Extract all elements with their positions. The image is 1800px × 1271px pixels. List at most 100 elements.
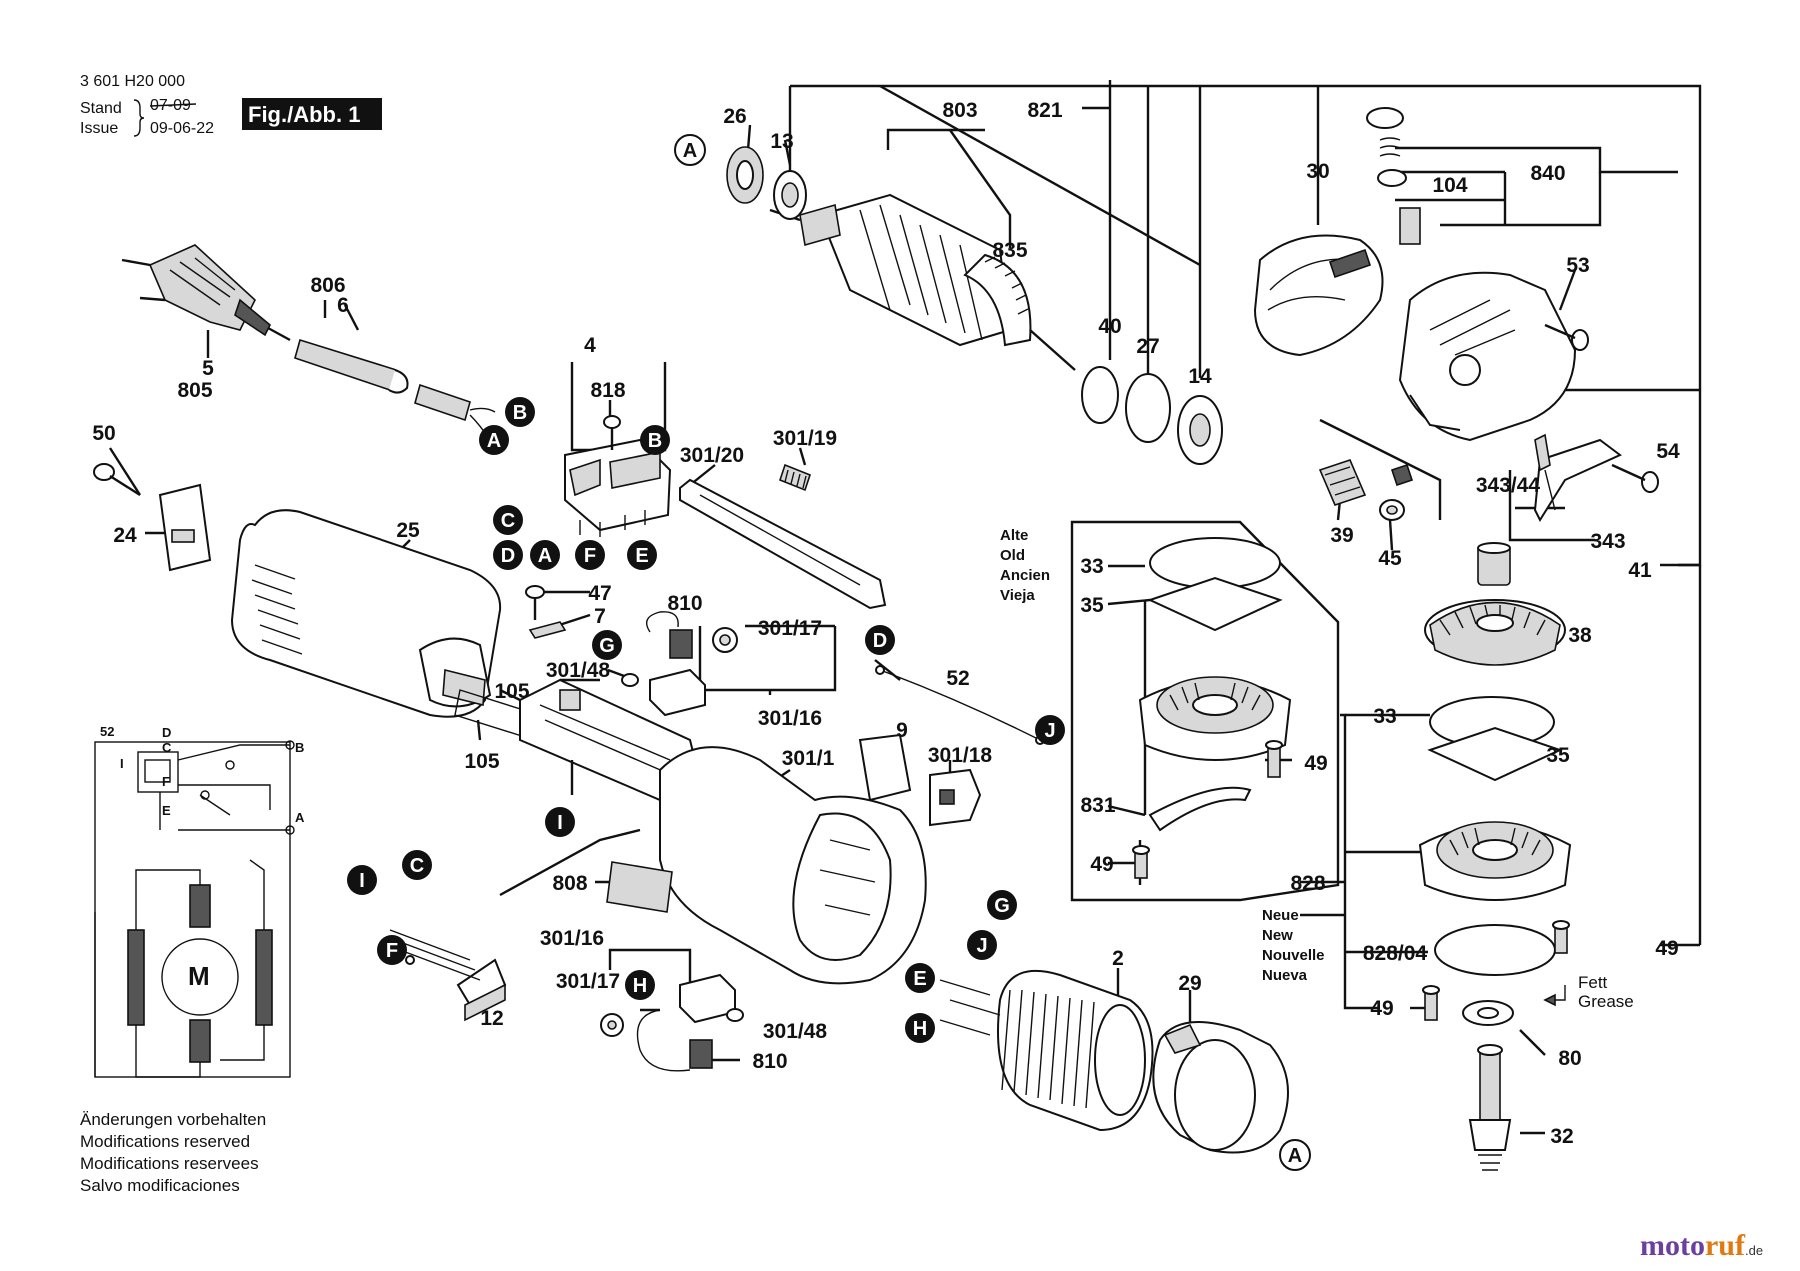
ref-marker-circle [1035, 715, 1065, 745]
ref-marker-d1: D [493, 540, 523, 570]
footer-note-de: Änderungen vorbehalten [80, 1110, 266, 1129]
watermark-text: motoruf.de [1640, 1229, 1763, 1262]
stator-part [939, 969, 1154, 1132]
retaining-ring-40 [1081, 366, 1119, 424]
needle-bearing-41-part [1477, 542, 1511, 586]
ref-marker-circle [987, 890, 1017, 920]
ref-marker-circle [479, 425, 509, 455]
old-version-legend: Alte Old Ancien Vieja [1000, 527, 1050, 604]
ref-marker-circle [625, 970, 655, 1000]
ref-marker-e2: E [905, 963, 935, 993]
ref-marker-circle [627, 540, 657, 570]
new-legend-line-3: Nouvelle [1262, 947, 1325, 964]
leader-lines [108, 80, 1702, 1135]
power-plug-part [121, 244, 291, 342]
clip-7 [528, 621, 567, 639]
terminal-12-part [389, 929, 507, 1022]
part-label-301-17a: 301/17 [758, 617, 822, 640]
gasket-35a [1147, 576, 1283, 632]
grease-arrowhead-icon [1543, 993, 1556, 1007]
leader-343-44 [1508, 470, 1595, 542]
ref-marker-circle [377, 935, 407, 965]
new-version-legend: Neue New Nouvelle Nueva [1262, 907, 1325, 984]
part-label-301-48b: 301/48 [763, 1020, 828, 1043]
part-label-105b: 105 [464, 750, 499, 773]
ref-marker-j1: J [1035, 715, 1065, 745]
leader-301-16-top [698, 626, 837, 692]
washer-80-part [1462, 1000, 1514, 1026]
screw-49d [1422, 985, 1440, 1021]
ref-marker-circle [905, 1013, 935, 1043]
part-label-4: 4 [584, 334, 596, 357]
part-number: 3 601 H20 000 [80, 73, 185, 90]
ref-marker-b1: B [505, 397, 535, 427]
leader-6 [343, 304, 360, 331]
leader-840 [1395, 146, 1678, 174]
part-label-5: 5 [202, 357, 214, 380]
ref-marker-letter: G [599, 635, 615, 657]
leader-301-16b [608, 948, 692, 990]
ref-marker-c2: C [402, 850, 432, 880]
ref-marker-circle [575, 540, 605, 570]
spindle-32-part [1468, 1044, 1512, 1171]
part-label-818: 818 [590, 379, 625, 402]
ref-marker-letter: D [501, 545, 515, 567]
part-label-6: 6 [337, 294, 349, 317]
schematic-label-e: E [162, 803, 171, 818]
leader-12-b [499, 828, 641, 897]
bearing-flange-old-part [1138, 676, 1292, 761]
ref-marker-letter: E [635, 545, 648, 567]
part-label-53: 53 [1566, 254, 1589, 277]
ref-marker-d2: D [865, 625, 895, 655]
part-label-41: 41 [1628, 559, 1652, 582]
figure-label-box [242, 98, 382, 130]
gasket-35b [1427, 726, 1563, 782]
ref-marker-letter: H [633, 975, 647, 997]
part-label-301-16a: 301/16 [758, 707, 822, 730]
part-label-54: 54 [1656, 440, 1680, 463]
screw-54-part [1611, 463, 1659, 493]
schematic-label-d: D [162, 725, 171, 740]
leader-53 [1558, 269, 1577, 311]
part-label-27: 27 [1136, 335, 1159, 358]
leader-13b [783, 139, 792, 166]
brush-holder-301-16 [649, 668, 706, 717]
old-legend-line-1: Alte [1000, 527, 1028, 544]
cord-protector-part [294, 338, 406, 392]
fan-baffle-30-part [1253, 234, 1384, 357]
part-label-7: 7 [594, 605, 606, 628]
ref-marker-f1: F [575, 540, 605, 570]
part-label-47: 47 [588, 582, 611, 605]
cover-plate-slot [171, 529, 195, 543]
pinion-39-part [1318, 459, 1367, 506]
part-label-39: 39 [1330, 524, 1353, 547]
old-legend-line-2: Old [1000, 547, 1025, 564]
leader-831 [1107, 804, 1146, 817]
part-label-49c: 49 [1655, 937, 1678, 960]
new-legend-line-4: Nueva [1262, 967, 1308, 984]
gear-housing-301-1-part [606, 746, 927, 985]
ref-marker-a4: A [1279, 1139, 1311, 1171]
screw-49b [1132, 845, 1150, 879]
part-label-33b: 33 [1373, 705, 1396, 728]
part-label-12: 12 [480, 1007, 503, 1030]
part-label-30: 30 [1306, 160, 1329, 183]
ref-marker-letter: D [873, 630, 887, 652]
gear-head-part [1398, 271, 1577, 442]
brush-bottom [189, 1019, 211, 1063]
ref-marker-letter: F [584, 545, 596, 567]
schematic-switch-box [137, 751, 179, 793]
figure-label: Fig./Abb. 1 [248, 102, 360, 127]
stand-label: Stand [80, 100, 122, 117]
field-coil-left [127, 929, 145, 1026]
part-label-301-48a: 301/48 [546, 659, 611, 682]
part-label-13: 13 [770, 130, 793, 153]
brush-holder-301-17 [712, 627, 738, 653]
ref-marker-a3: A [530, 540, 560, 570]
crown-gear-38-part [1424, 599, 1566, 666]
nameplate-301-18 [929, 768, 982, 827]
strike-line [149, 103, 197, 107]
part-label-49a: 49 [1304, 752, 1327, 775]
